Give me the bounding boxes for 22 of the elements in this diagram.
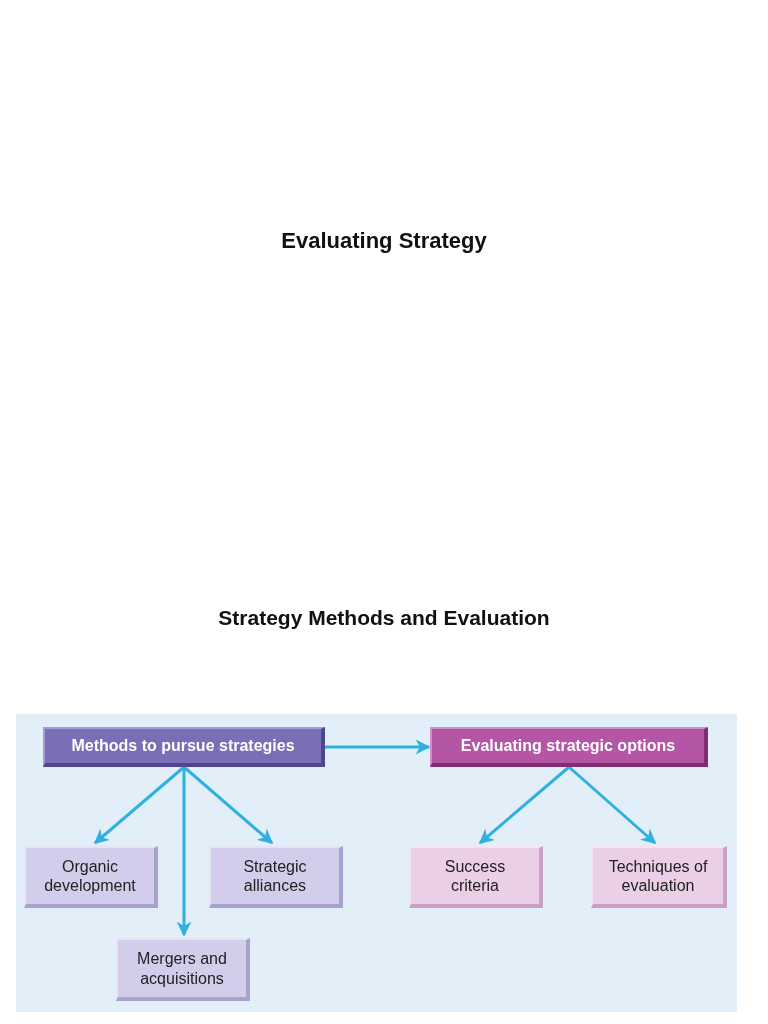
evaluation-box [409, 846, 543, 908]
method-box [116, 938, 250, 1001]
node-label: Techniques of evaluation [607, 856, 709, 896]
node-label: Methods to pursue strategies [71, 737, 295, 755]
section-heading: Strategy Methods and Evaluation [217, 606, 551, 630]
node-label: Mergers and acquisitions [136, 949, 228, 988]
process-box [430, 727, 708, 767]
process-box [43, 727, 325, 767]
arrow [478, 765, 570, 845]
method-box [209, 846, 343, 908]
arrow [183, 765, 274, 845]
node-label: Organic development [43, 856, 137, 896]
page-title: Evaluating Strategy [280, 228, 488, 254]
node-label: Strategic alliances [242, 856, 308, 896]
evaluation-box [591, 846, 727, 908]
method-box [24, 846, 158, 908]
node-label: Success criteria [443, 856, 507, 896]
arrow [93, 765, 185, 845]
arrow [325, 739, 431, 755]
arrow [568, 765, 657, 845]
arrow [176, 767, 192, 937]
node-label: Evaluating strategic options [460, 737, 676, 755]
